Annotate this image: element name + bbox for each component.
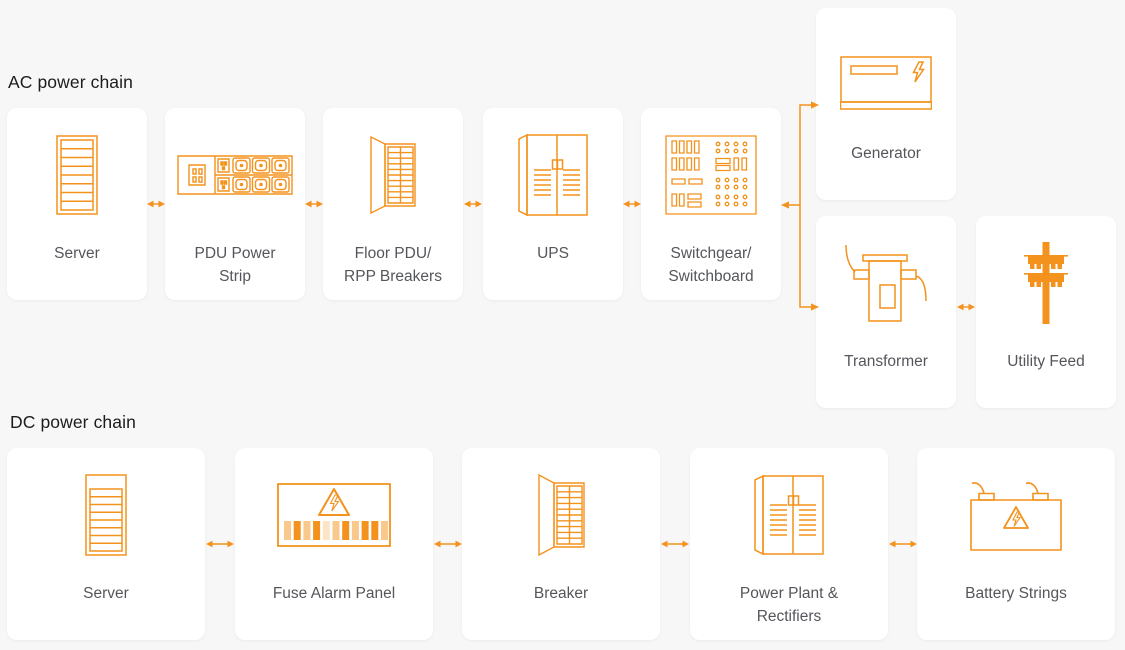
node-label: PDU Power Strip (194, 245, 276, 285)
generator-icon (816, 8, 956, 160)
node-card-fuse-alarm-panel: Fuse Alarm Panel (235, 448, 433, 640)
double-arrow-icon (957, 303, 975, 311)
double-arrow-icon (464, 200, 482, 208)
node-label: Breaker (533, 585, 589, 602)
dc-chain-heading: DC power chain (10, 412, 136, 432)
utility-pole-icon (976, 216, 1116, 350)
branch-connector-icon (781, 101, 819, 311)
node-label: Switchgear/ Switchboard (668, 245, 754, 285)
node-label: Floor PDU/ RPP Breakers (344, 245, 442, 285)
double-arrow-icon (661, 540, 689, 548)
switchgear-panel-icon (641, 108, 781, 242)
server-tower-icon (7, 448, 205, 582)
server-icon (7, 108, 147, 242)
node-label: Generator (851, 145, 921, 162)
node-label: Server (83, 585, 129, 602)
node-card-pdu-power-strip: PDU Power Strip (165, 108, 305, 300)
transformer-icon (816, 216, 956, 350)
battery-icon (917, 448, 1115, 582)
double-arrow-icon (147, 200, 165, 208)
power-plant-rectifiers-icon (690, 448, 888, 582)
double-arrow-icon (434, 540, 462, 548)
node-label: Server (54, 245, 100, 262)
node-label: Fuse Alarm Panel (272, 585, 396, 602)
fuse-alarm-panel-icon (235, 448, 433, 582)
node-label: Battery Strings (965, 585, 1067, 602)
floor-pdu-cabinet-icon (323, 108, 463, 242)
double-arrow-icon (206, 540, 234, 548)
node-card-power-plant: Power Plant & Rectifiers (690, 448, 888, 640)
node-card-utility-feed: Utility Feed (976, 216, 1116, 408)
node-card-floor-pdu: Floor PDU/ RPP Breakers (323, 108, 463, 300)
double-arrow-icon (889, 540, 917, 548)
node-card-generator: Generator (816, 8, 956, 200)
double-arrow-icon (305, 200, 323, 208)
ac-chain-heading: AC power chain (8, 72, 133, 92)
breaker-cabinet-icon (462, 448, 660, 582)
pdu-power-strip-icon (165, 108, 305, 242)
node-card-transformer: Transformer (816, 216, 956, 408)
double-arrow-icon (623, 200, 641, 208)
node-card-battery-strings: Battery Strings (917, 448, 1115, 640)
node-label: Utility Feed (1007, 353, 1085, 370)
node-label: Power Plant & Rectifiers (739, 585, 839, 625)
node-label: UPS (537, 245, 569, 262)
node-card-ups: UPS (483, 108, 623, 300)
node-card-breaker: Breaker (462, 448, 660, 640)
node-card-switchgear: Switchgear/ Switchboard (641, 108, 781, 300)
ups-cabinet-icon (483, 108, 623, 242)
node-card-dc-server: Server (7, 448, 205, 640)
node-label: Transformer (844, 353, 928, 370)
node-card-ac-server: Server (7, 108, 147, 300)
